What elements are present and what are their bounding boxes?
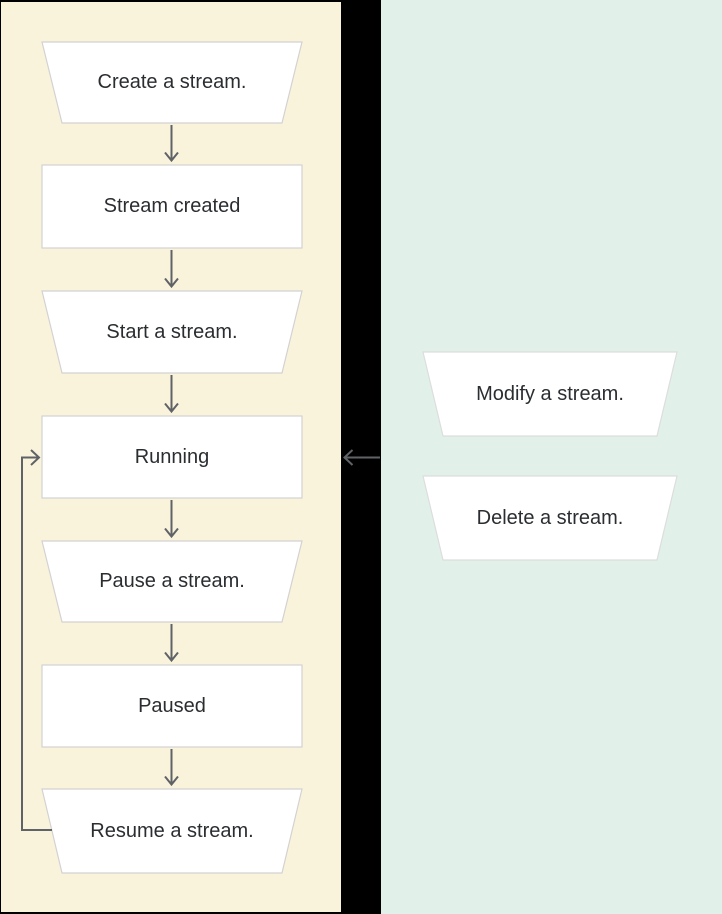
node-label-running: Running (134, 445, 210, 468)
edge-running-to-pause (164, 500, 179, 539)
node-label-start-stream: Start a stream. (106, 320, 238, 343)
edge-resume-loop-to-running (21, 449, 52, 831)
node-shape-pause-stream (41, 540, 303, 623)
node-shape-start-stream (41, 290, 303, 374)
edge-create-to-created (164, 125, 179, 163)
node-label-create-stream: Create a stream. (97, 71, 247, 93)
node-shape-delete-stream (422, 475, 678, 561)
node-shape-stream-created (41, 164, 303, 249)
edge-pause-to-paused (164, 624, 179, 663)
edge-start-to-running (164, 375, 179, 414)
node-label-paused: Paused (138, 694, 206, 717)
edge-actions-to-running (343, 449, 380, 466)
node-shape-running (41, 415, 303, 499)
node-shape-create-stream (41, 41, 303, 124)
node-shape-paused (41, 664, 303, 748)
node-shape-resume-stream (41, 788, 303, 874)
node-label-pause-stream: Pause a stream. (99, 570, 245, 592)
actions-panel-background (381, 0, 722, 914)
node-label-delete-stream: Delete a stream. (476, 506, 624, 529)
node-label-modify-stream: Modify a stream. (476, 382, 624, 405)
node-label-resume-stream: Resume a stream. (90, 819, 254, 842)
node-shape-modify-stream (422, 351, 678, 437)
node-label-stream-created: Stream created (103, 195, 241, 217)
edge-paused-to-resume (164, 749, 179, 787)
edge-created-to-start (164, 250, 179, 289)
